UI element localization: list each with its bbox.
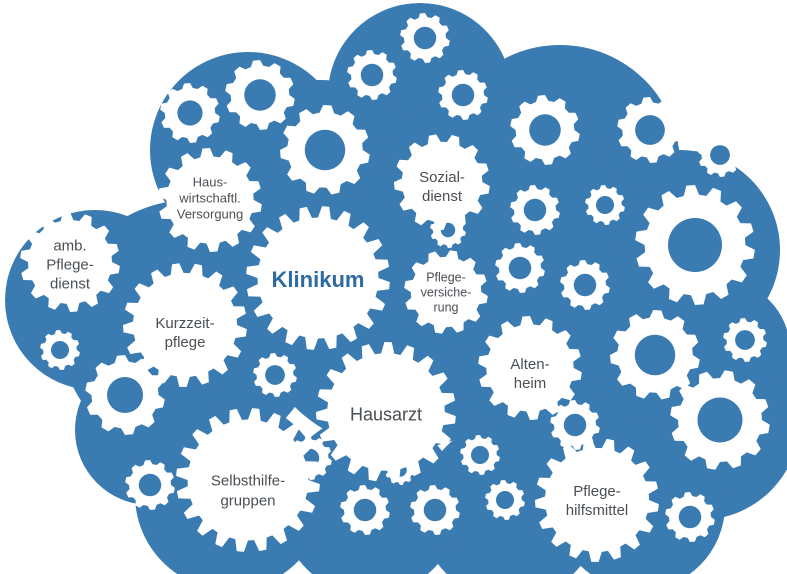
gear-klinikum xyxy=(246,206,390,350)
gear-hole xyxy=(51,341,69,359)
label-kurzzeitpflege: Kurzzeit-pflege xyxy=(155,315,214,351)
gear-hole xyxy=(423,498,447,522)
label-hauswirtschaftl-versorgung: Haus-wirtschaftl.Versorgung xyxy=(177,175,244,222)
gear-hausarzt xyxy=(316,342,456,482)
gear-hole xyxy=(523,198,547,222)
cloud-lobe xyxy=(360,90,620,350)
gear-hole xyxy=(304,129,346,171)
label-pflegehilfsmittel: Pflege-hilfsmittel xyxy=(566,483,629,519)
gear-pflegehilfsmittel xyxy=(535,438,659,562)
gear-labels: Haus-wirtschaftl.Versorgung Sozial-dienst… xyxy=(46,169,628,519)
gear-hole xyxy=(563,413,587,437)
cloud-shape xyxy=(5,3,787,574)
gear-hole xyxy=(138,473,162,497)
gear-hole xyxy=(634,334,676,376)
label-sozialdienst: Sozial-dienst xyxy=(419,169,465,205)
label-hausarzt: Hausarzt xyxy=(350,404,422,424)
gear-hole xyxy=(635,115,665,145)
gear-hole xyxy=(496,491,514,509)
gear-kurzzeitpflege xyxy=(123,263,247,387)
label-pflegeversicherung: Pflege-versiche-rung xyxy=(421,270,472,314)
gear-hole xyxy=(678,505,702,529)
gear-sozialdienst xyxy=(394,134,490,230)
gear-hole xyxy=(668,218,722,272)
gear-selbsthilfegruppen xyxy=(176,408,320,552)
gear-cluster xyxy=(20,13,770,562)
gear-hole xyxy=(353,498,377,522)
gear-hole xyxy=(413,26,437,50)
label-altenheim: Alten-heim xyxy=(510,356,549,392)
gear-hole xyxy=(508,256,532,280)
gear-hole xyxy=(697,397,743,443)
gear-hauswirtschaftl-versorgung xyxy=(158,148,262,252)
gear-hole xyxy=(471,446,489,464)
gear-hole xyxy=(451,83,475,107)
gear-hole xyxy=(573,273,597,297)
gear-hole xyxy=(529,114,561,146)
gear-hole xyxy=(710,145,730,165)
label-klinikum: Klinikum xyxy=(272,267,365,292)
gear-hole xyxy=(360,63,384,87)
gear-hole xyxy=(107,377,143,413)
label-selbsthilfegruppen: Selbsthilfe-gruppen xyxy=(211,472,285,509)
gear-hole xyxy=(177,100,203,126)
label-amb-pflegedienst: amb.Pflege-dienst xyxy=(46,237,94,292)
gear-hole xyxy=(265,365,285,385)
gear-hole xyxy=(244,79,276,111)
gear-altenheim xyxy=(478,316,582,420)
gear-hole xyxy=(735,330,755,350)
gear-hole xyxy=(596,196,614,214)
gear-pflegeversicherung xyxy=(404,250,488,334)
gear-amb-pflegedienst xyxy=(20,212,120,312)
